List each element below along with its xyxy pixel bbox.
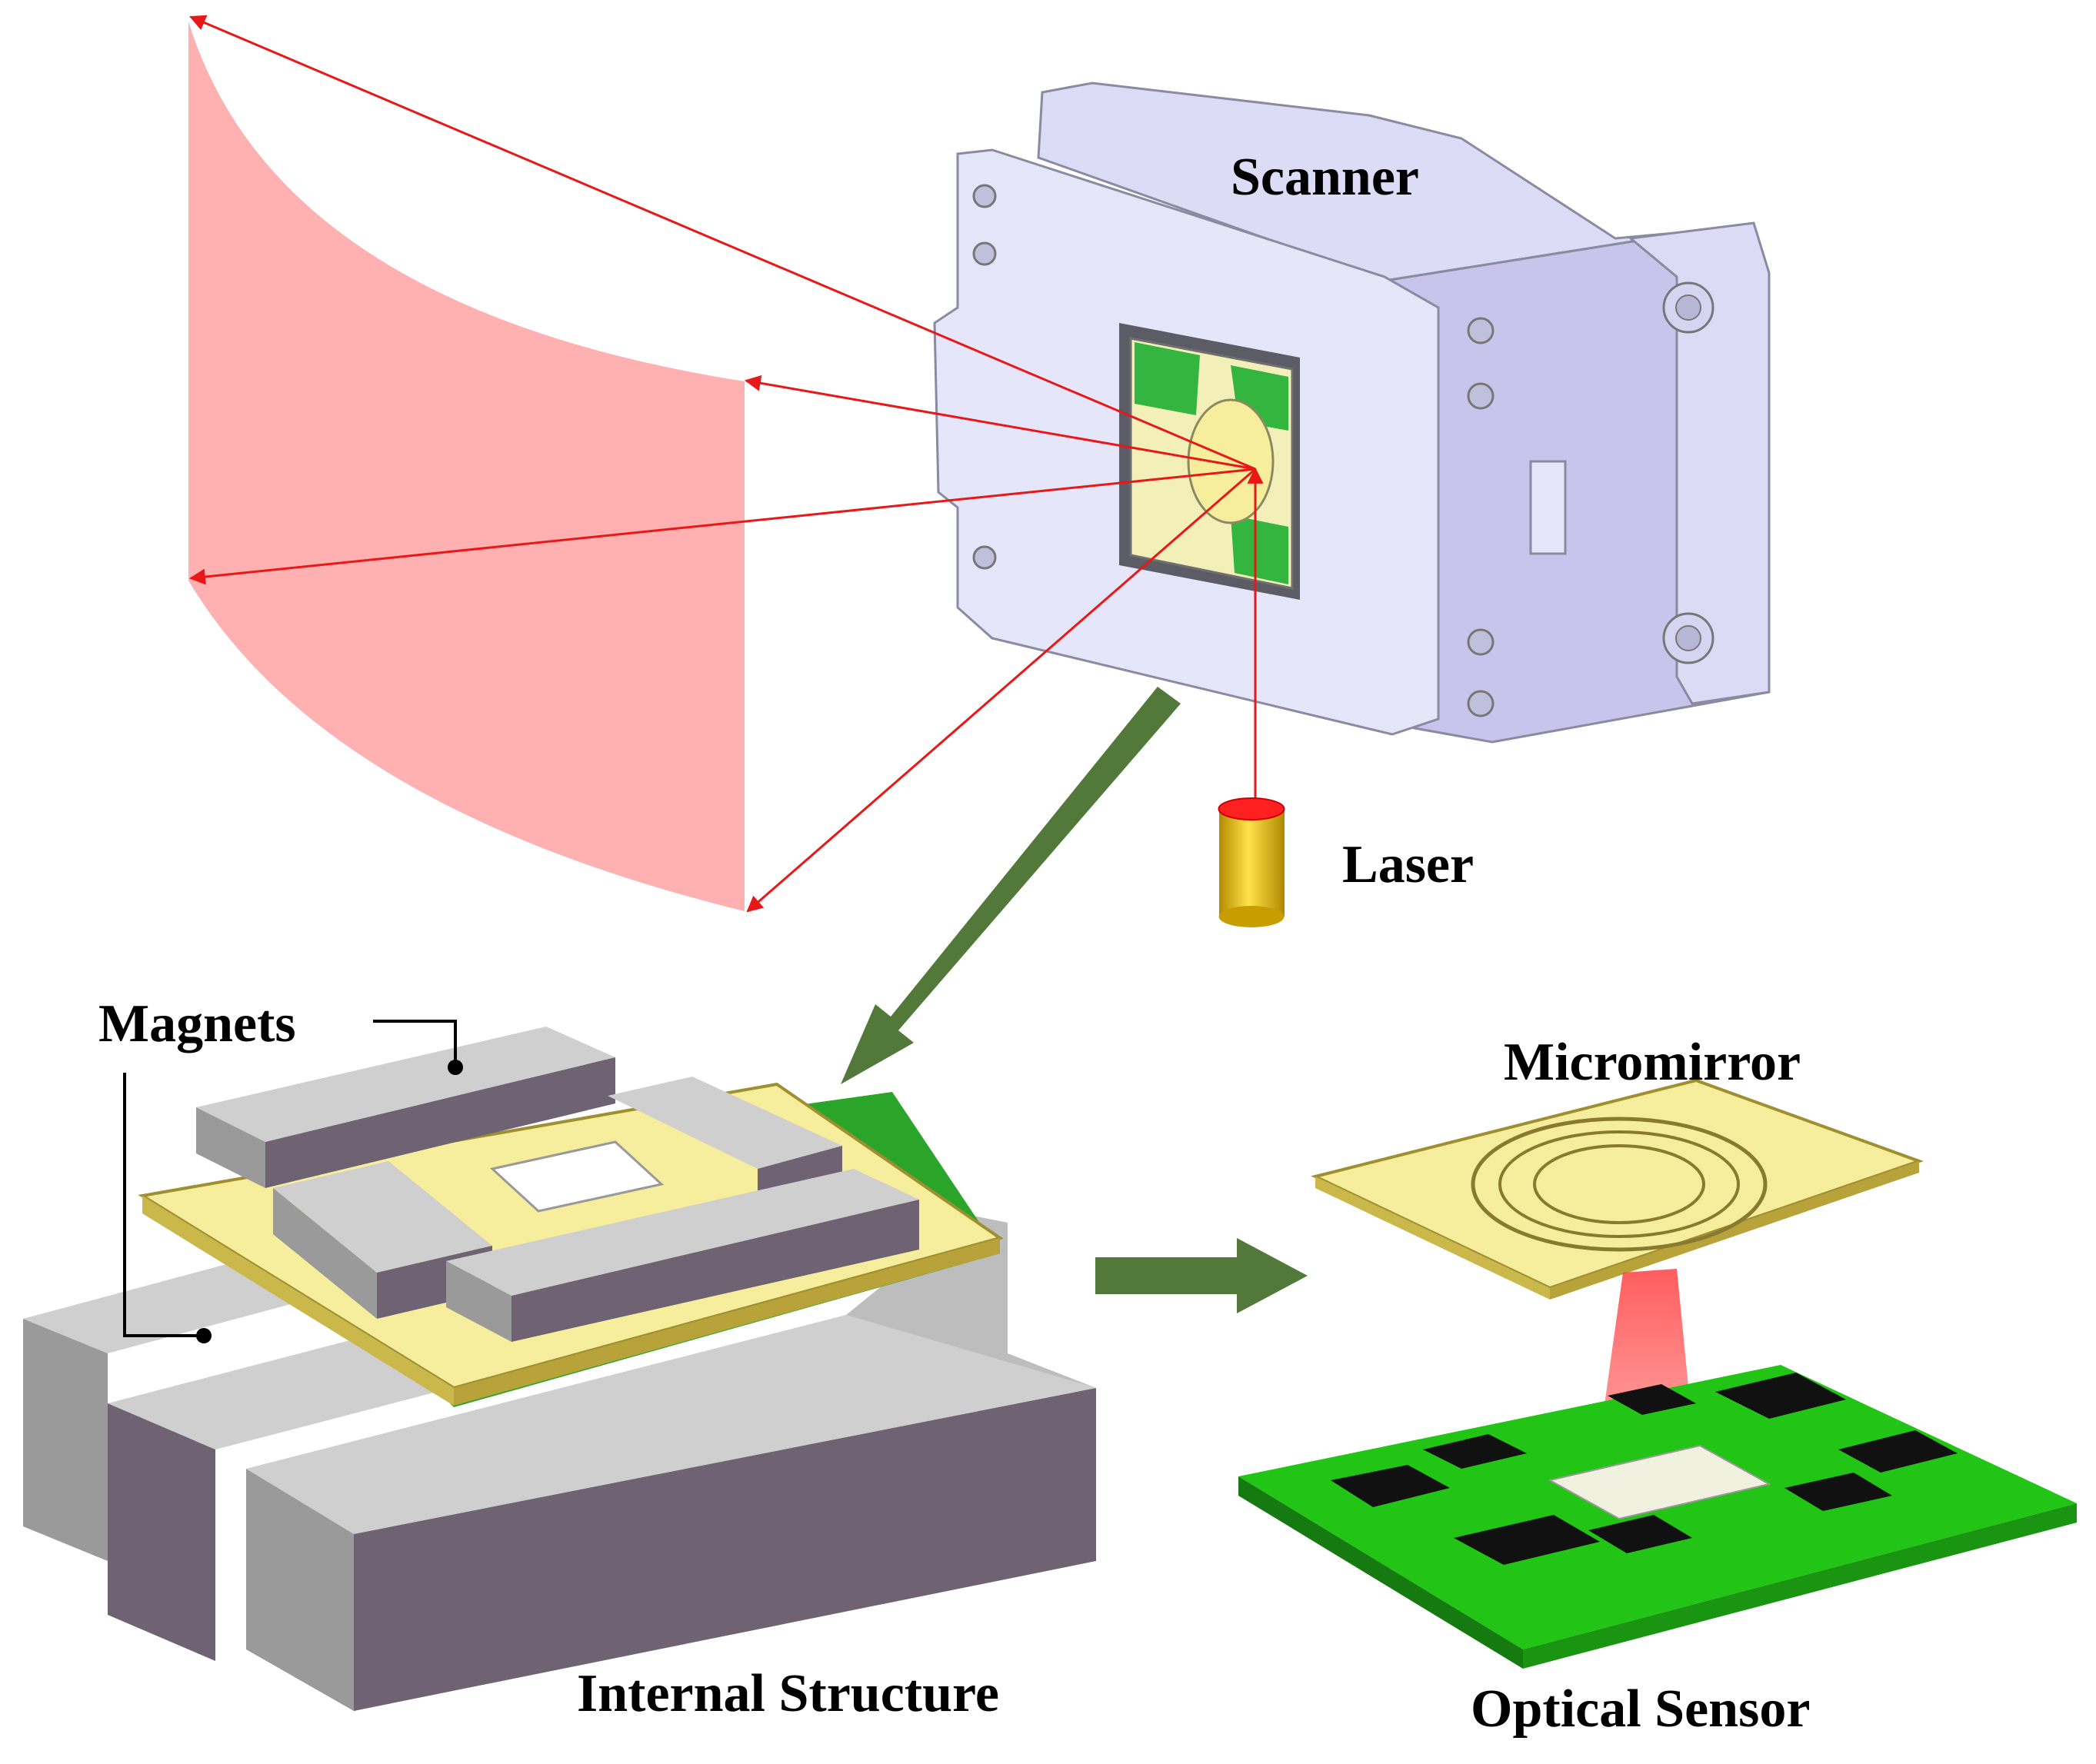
callout-dot [196,1328,212,1343]
scanner-label: Scanner [1231,148,1419,207]
laser-label: Laser [1342,835,1475,894]
optical-sensor-label: Optical Sensor [1471,1679,1811,1739]
magnet-assembly-icon [23,1027,1096,1711]
scan-field [188,22,745,911]
flow-arrow-icon [841,687,1181,1084]
internal-structure-label: Internal Structure [577,1664,999,1723]
laser-beams [188,15,1264,913]
magnet-callouts [123,1020,457,1337]
pcb-board-icon [1238,1365,2077,1669]
flow-arrow-icon [1095,1238,1308,1313]
callout-dot [448,1060,463,1075]
scanner-housing-icon [933,82,1771,744]
magnets-label: Magnets [98,994,296,1053]
laser-source-icon [1218,797,1285,927]
micromirror-label: Micromirror [1504,1033,1801,1092]
micromirror-plate-icon [1311,1078,1924,1300]
